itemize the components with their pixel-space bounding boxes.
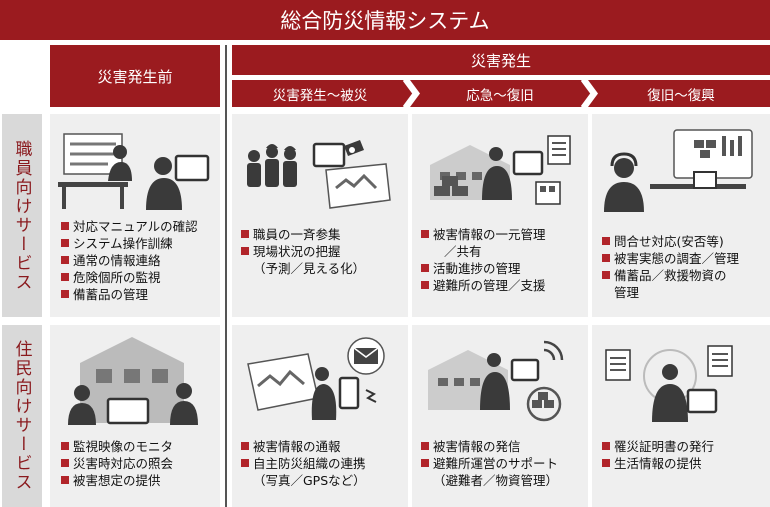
header-during-disaster: 災害発生	[232, 45, 770, 75]
list-item: 通常の情報連絡	[60, 252, 198, 269]
resident-monitoring-illustration	[68, 337, 198, 425]
list-item: システム操作訓練	[60, 235, 198, 252]
list-item: 避難所運営のサポート	[420, 455, 558, 472]
resident-evacuation-illustration	[428, 340, 564, 422]
list-item: 自主防災組織の連携	[240, 455, 366, 472]
list-item: 監視映像のモニタ	[60, 438, 173, 455]
header-before-disaster: 災害発生前	[50, 45, 220, 107]
list-item: 避難所の管理／支援	[420, 277, 546, 294]
list-item: 被害情報の一元管理	[420, 226, 546, 243]
phase-3-label: 復旧～復興	[647, 87, 715, 104]
phase-arrows	[232, 80, 770, 107]
resident-phase1-list: 被害情報の通報 自主防災組織の連携 （写真／GPSなど）	[240, 438, 366, 489]
list-item: 被害想定の提供	[60, 472, 173, 489]
list-item-continuation: （写真／GPSなど）	[253, 473, 366, 488]
list-item: 備蓄品の管理	[60, 286, 198, 303]
staff-management-illustration	[430, 135, 571, 205]
staff-assembly-illustration	[247, 140, 391, 209]
staff-helpdesk-illustration	[604, 129, 753, 212]
staff-office-illustration	[58, 133, 210, 210]
list-item: 災害時対応の照会	[60, 455, 173, 472]
resident-certificate-illustration	[605, 345, 733, 422]
list-item: 被害情報の通報	[240, 438, 366, 455]
page-title: 総合防災情報システム	[0, 0, 770, 40]
resident-phase2-list: 被害情報の発信 避難所運営のサポート （避難者／物資管理）	[420, 438, 558, 489]
list-item: 職員の一斉参集	[240, 226, 365, 243]
list-item: 備蓄品／救援物資の	[601, 267, 739, 284]
list-item-continuation: ／共有	[444, 244, 482, 259]
row-label-residents: 住民向けサービス	[2, 325, 42, 507]
cell-resident-phase2	[412, 325, 588, 507]
resident-before-list: 監視映像のモニタ 災害時対応の照会 被害想定の提供	[60, 438, 173, 489]
staff-phase2-list: 被害情報の一元管理 ／共有 活動進捗の管理 避難所の管理／支援	[420, 226, 546, 294]
staff-before-list: 対応マニュアルの確認 システム操作訓練 通常の情報連絡 危険個所の監視 備蓄品の…	[60, 218, 198, 303]
staff-phase3-list: 問合せ対応(安否等) 被害実態の調査／管理 備蓄品／救援物資の 管理	[601, 233, 739, 301]
divider	[225, 45, 227, 507]
row-label-staff: 職員向けサービス	[2, 114, 42, 317]
list-item: 被害情報の発信	[420, 438, 558, 455]
list-item-continuation: （予測／見える化）	[253, 261, 366, 276]
resident-phase3-list: 罹災証明書の発行 生活情報の提供	[601, 438, 714, 472]
list-item: 活動進捗の管理	[420, 260, 546, 277]
staff-phase1-list: 職員の一斉参集 現場状況の把握 （予測／見える化）	[240, 226, 365, 277]
list-item: 対応マニュアルの確認	[60, 218, 198, 235]
phase-2-label: 応急～復旧	[466, 87, 534, 104]
resident-report-illustration	[247, 337, 385, 420]
phase-1-label: 災害発生～被災	[272, 87, 368, 104]
list-item: 被害実態の調査／管理	[601, 250, 739, 267]
list-item: 危険個所の監視	[60, 269, 198, 286]
list-item: 現場状況の把握	[240, 243, 365, 260]
list-item: 問合せ対応(安否等)	[601, 233, 739, 250]
list-item: 罹災証明書の発行	[601, 438, 714, 455]
list-item-continuation: 管理	[614, 285, 640, 300]
list-item-continuation: （避難者／物資管理）	[433, 473, 559, 488]
list-item: 生活情報の提供	[601, 455, 714, 472]
